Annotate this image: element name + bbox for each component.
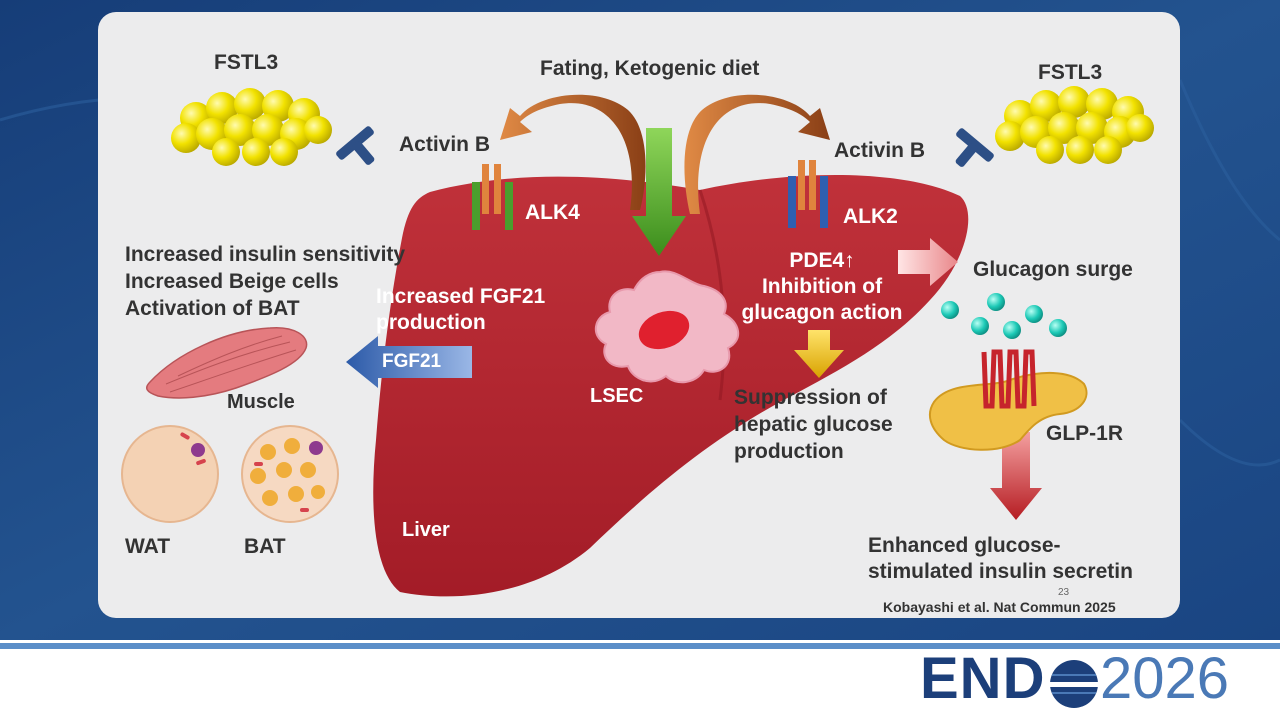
inhibition-symbol-right: [955, 128, 994, 167]
alk2-label: ALK2: [843, 205, 898, 228]
effect-bat-activation: Activation of BAT: [125, 297, 300, 320]
fgf21-production-label: Increased FGF21 production: [376, 285, 546, 334]
diet-label: Fating, Ketogenic diet: [540, 57, 760, 80]
fstl3-cluster-left: [171, 88, 332, 166]
suppression-label: Suppression of hepatic glucose productio…: [734, 386, 893, 463]
activin-b-label-left: Activin B: [399, 133, 491, 156]
alk2-receptor: [788, 160, 828, 228]
fgf21-arrow: [346, 336, 472, 388]
fgf21-arrow-label: FGF21: [382, 351, 442, 372]
alk4-label: ALK4: [525, 201, 580, 224]
insulin-arrow: [990, 432, 1042, 520]
logo-year: 2026: [1100, 646, 1230, 711]
yellow-down-arrow: [794, 330, 844, 378]
lsec-label: LSEC: [590, 385, 644, 407]
wat-label: WAT: [125, 535, 171, 558]
glucagon-arrow: [898, 238, 958, 286]
muscle-label: Muscle: [227, 391, 295, 413]
page-number: 23: [1058, 587, 1070, 598]
fstl3-label-left: FSTL3: [214, 51, 279, 74]
activin-b-label-right: Activin B: [834, 139, 926, 162]
reference-citation: Kobayashi et al. Nat Commun 2025: [883, 599, 1116, 615]
insulin-secretion-label: Enhanced glucose- stimulated insulin sec…: [868, 534, 1133, 583]
wat-cell: [121, 425, 219, 523]
left-effects: Increased insulin sensitivity Increased …: [125, 241, 405, 322]
fstl3-cluster-right: [995, 86, 1154, 164]
lsec-cell: [595, 270, 739, 384]
alk4-receptor: [472, 164, 513, 230]
fstl3-label-right: FSTL3: [1038, 61, 1103, 84]
bat-cell: [241, 425, 339, 523]
inhibition-symbol-left: [336, 126, 375, 165]
pde4-label: PDE4↑ Inhibition of glucagon action: [741, 249, 903, 324]
glucagon-molecules: [941, 293, 1067, 339]
green-down-arrow: [632, 128, 686, 256]
liver-shape: [373, 174, 969, 597]
globe-icon: [1050, 660, 1098, 708]
effect-beige-cells: Increased Beige cells: [125, 270, 339, 293]
muscle-illustration: [145, 327, 308, 399]
liver-label: Liver: [402, 519, 450, 541]
logo-end: END: [920, 646, 1046, 711]
glucagon-surge-label: Glucagon surge: [973, 258, 1133, 281]
glp1r-label: GLP-1R: [1046, 422, 1124, 445]
bat-label: BAT: [244, 535, 286, 558]
effect-insulin-sensitivity: Increased insulin sensitivity: [125, 243, 406, 266]
glp1r-receptor: [981, 349, 1037, 409]
